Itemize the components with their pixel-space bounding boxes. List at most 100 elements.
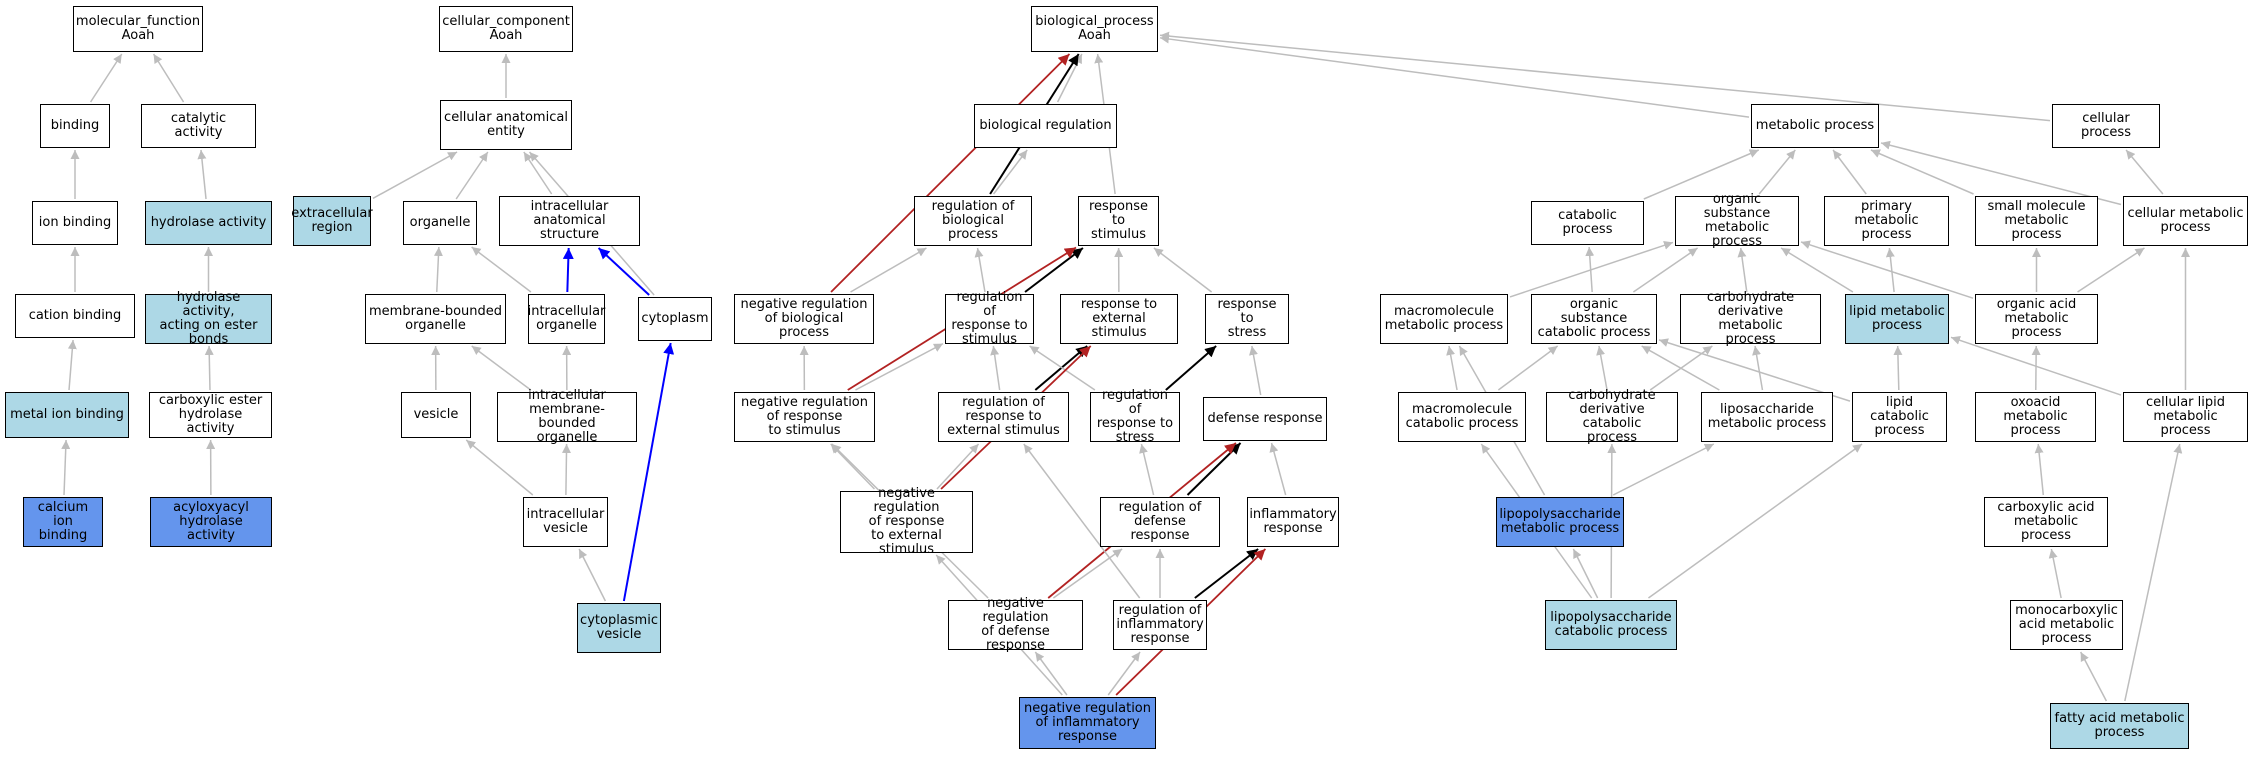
term-node-reginflam: regulation of inflammatory response: [1113, 600, 1207, 650]
edge-is-a-hydrolase-to-catalytic: [197, 149, 207, 200]
edge-is-a-intramemb-to-membbound: [471, 345, 532, 391]
edge-regulates-reginflam-to-inflam: [1194, 548, 1259, 599]
edge-is-a-orgsubcat-to-catab: [1585, 246, 1595, 293]
edge-is-a-negreginflam-to-negregdef: [1034, 651, 1068, 696]
edge-is-a-carbdercat-to-orgsubcat: [1596, 345, 1608, 391]
term-node-negregresp: negative regulation of response to stimu…: [734, 392, 875, 442]
edge-is-a-lipid-to-orgsub: [1780, 247, 1854, 293]
edge-is-a-regdef-to-regrespstress: [1139, 443, 1155, 496]
edge-is-a-regresp-to-regbio: [974, 247, 986, 293]
edge-is-a-regrespstress-to-regresp: [1029, 345, 1096, 391]
term-node-fattyacid: fatty acid metabolic process: [2050, 703, 2189, 749]
edge-is-a-membbound-to-organelle: [433, 246, 443, 293]
edge-is-a-metalion-to-cationbinding: [67, 339, 77, 391]
edge-is-a-organelle-to-cae: [455, 151, 489, 200]
term-node-acyloxy: acyloxyacyl hydrolase activity: [150, 497, 272, 547]
term-node-intramemb: intracellular membrane-bounded organelle: [497, 389, 637, 445]
term-node-cellproc: cellular process: [2052, 104, 2160, 148]
edge-is-a-carbderiv-to-orgsub: [1737, 247, 1748, 293]
term-node-ionbinding: ion binding: [32, 201, 118, 245]
edge-is-a-negregbio-to-regbio: [850, 247, 927, 293]
term-node-intraanat: intracellular anatomical structure: [499, 196, 640, 246]
edge-is-a-lps-to-liposacch: [1612, 443, 1715, 496]
edge-is-a-intraves-to-vesicle: [465, 439, 534, 496]
edge-is-a-fattyacid-to-monocarb: [2080, 651, 2108, 702]
term-node-respext: response to external stimulus: [1060, 294, 1178, 344]
edge-is-a-negregext-to-negregresp: [830, 443, 875, 490]
term-node-carbdercat: carbohydrate derivative catabolic proces…: [1546, 389, 1678, 445]
edge-is-a-liposacch-to-carbderiv: [1752, 345, 1764, 391]
edge-is-a-inflam-to-defresp: [1269, 442, 1287, 496]
edge-is-a-intraanat-to-cae: [523, 151, 553, 195]
edge-is-a-negreginflam-to-reginflam: [1107, 651, 1141, 696]
edge-is-a-binding-to-mf: [89, 53, 123, 103]
edge-is-a-macromol-to-orgsub: [1509, 240, 1674, 298]
term-node-vesicle: vesicle: [401, 392, 471, 438]
term-node-liposacch: liposaccharide metabolic process: [1701, 392, 1833, 442]
edge-is-a-carbester-to-hydroester: [204, 345, 214, 391]
edge-is-a-respstress-to-respstim: [1153, 247, 1213, 293]
edge-is-a-celllipid-to-lipid: [1950, 335, 2122, 396]
term-node-regrespext: regulation of response to external stimu…: [938, 392, 1069, 442]
term-node-lipidcat: lipid catabolic process: [1852, 392, 1947, 442]
term-node-respstress: response to stress: [1205, 294, 1289, 344]
edge-is-a-lpscat-to-lipidcat: [1648, 443, 1863, 599]
edge-is-a-catab-to-metab: [1643, 149, 1760, 200]
edge-is-a-defresp-to-respstress: [1249, 345, 1262, 396]
term-node-cc: cellular_component Aoah: [439, 6, 573, 52]
edge-is-a-negregext-to-regrespext: [936, 443, 980, 490]
term-node-bioreg: biological regulation: [974, 104, 1117, 148]
edge-is-a-orgacid-to-orgsub: [1800, 240, 1974, 299]
edge-part-of-intraorg-to-intraanat: [562, 247, 574, 293]
edge-is-a-regrespext-to-regresp: [990, 345, 1001, 391]
term-node-primary: primary metabolic process: [1824, 196, 1949, 246]
edge-is-a-cytoves-to-intraves: [578, 548, 607, 602]
edge-part-of-cytoplasm-to-intraanat: [597, 247, 650, 296]
edge-is-a-cellproc-to-bp: [1159, 31, 2051, 122]
edge-is-a-negregresp-to-regresp: [855, 342, 944, 391]
term-node-orgsub: organic substance metabolic process: [1675, 193, 1799, 249]
term-node-cytoplasm: cytoplasm: [638, 297, 712, 341]
term-node-hydroester: hydrolase activity, acting on ester bond…: [145, 291, 272, 347]
term-node-carboxacid: carboxylic acid metabolic process: [1984, 497, 2108, 547]
edge-is-a-regbio-to-bioreg: [993, 149, 1028, 195]
edge-is-a-liposacch-to-orgsubcat: [1641, 345, 1720, 391]
edge-is-a-intraves-to-intramemb: [561, 443, 571, 496]
term-node-celllipid: cellular lipid metabolic process: [2123, 392, 2248, 442]
term-node-regdef: regulation of defense response: [1100, 497, 1220, 547]
edge-regulates-regresp-to-respstim: [1024, 247, 1084, 293]
term-node-calcium: calcium ion binding: [23, 497, 103, 547]
edge-is-a-lipid-to-primary: [1885, 247, 1895, 293]
term-node-oxoacid: oxoacid metabolic process: [1975, 392, 2096, 442]
edge-is-a-reginflam-to-regrespext: [1023, 443, 1141, 599]
edge-is-a-intraorg-to-organelle: [471, 246, 532, 293]
edge-is-a-calcium-to-metalion: [61, 439, 71, 496]
edge-is-a-orgsub-to-metab: [1758, 149, 1796, 195]
term-node-lps: lipopolysaccharide metabolic process: [1496, 497, 1624, 547]
edge-regulates-regdef-to-defresp: [1186, 442, 1242, 496]
edge-is-a-extracell-to-cae: [372, 151, 458, 200]
edge-negatively-regulates-negregbio-to-bp: [830, 53, 1071, 293]
edge-is-a-cellmetab-to-metab: [1880, 140, 2122, 206]
term-node-organelle: organelle: [403, 201, 477, 245]
term-node-negreginflam: negative regulation of inflammatory resp…: [1019, 697, 1156, 749]
edge-is-a-lipidcat-to-orgsubcat: [1658, 338, 1851, 402]
term-node-monocarb: monocarboxylic acid metabolic process: [2010, 600, 2123, 650]
edge-is-a-primary-to-metab: [1832, 149, 1867, 195]
edge-is-a-carboxacid-to-oxoacid: [2034, 443, 2045, 496]
term-node-metalion: metal ion binding: [5, 392, 129, 438]
term-node-lipid: lipid metabolic process: [1845, 294, 1949, 344]
edge-is-a-smallmol-to-metab: [1870, 149, 1974, 195]
term-node-macrocat: macromolecule catabolic process: [1398, 392, 1526, 442]
edge-is-a-orgacid-to-cellmetab: [2077, 247, 2145, 293]
term-node-regbio: regulation of biological process: [914, 196, 1032, 246]
term-node-negregext: negative regulation of response to exter…: [840, 487, 973, 557]
term-node-negregbio: negative regulation of biological proces…: [734, 294, 874, 344]
term-node-regresp: regulation of response to stimulus: [945, 291, 1034, 347]
term-node-respstim: response to stimulus: [1078, 196, 1159, 246]
term-node-hydrolase: hydrolase activity: [145, 201, 272, 245]
term-node-cellmetab: cellular metabolic process: [2123, 196, 2248, 246]
edge-part-of-cytoves-to-cytoplasm: [622, 342, 675, 602]
term-node-smallmol: small molecule metabolic process: [1975, 196, 2098, 246]
term-node-inflam: inflammatory response: [1247, 497, 1339, 547]
